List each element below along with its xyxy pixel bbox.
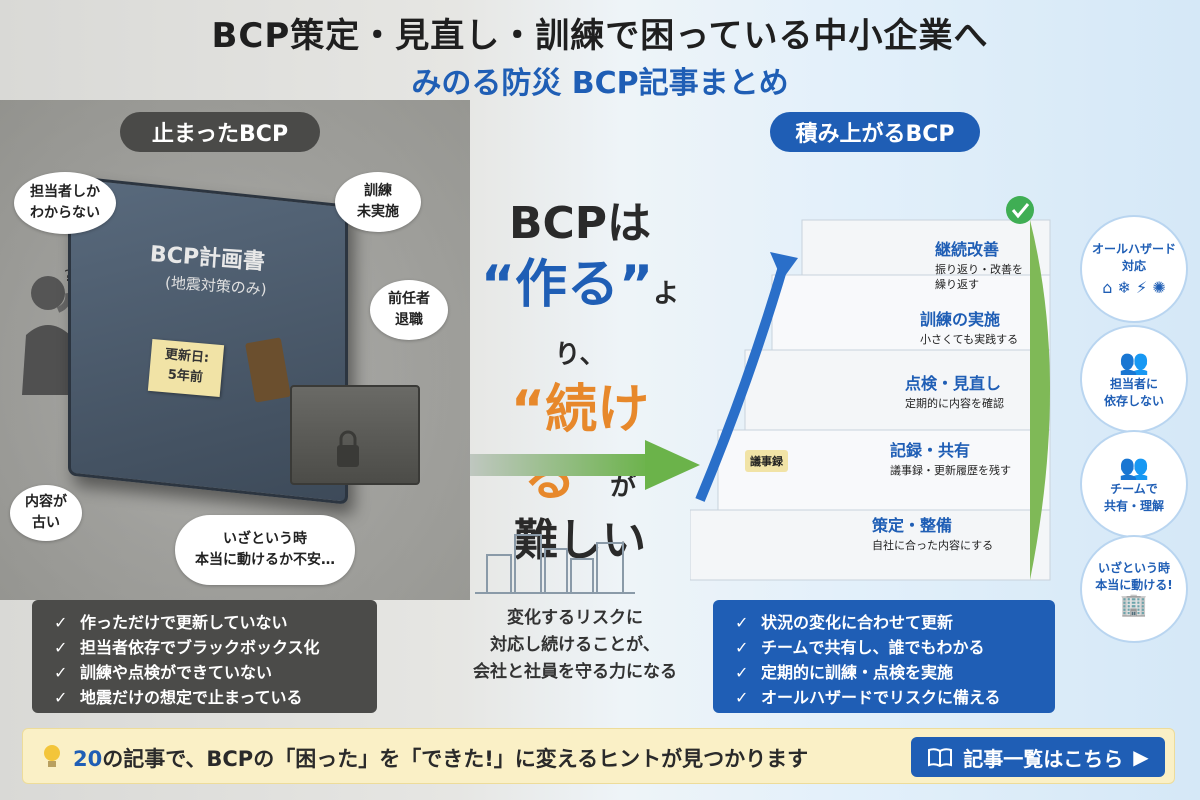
article-list-button[interactable]: 記事一覧はこちら ▶ [911,737,1165,777]
check-icon: ✓ [735,638,749,657]
check-icon: ✓ [54,638,68,657]
growing-bcp-label: 積み上がるBCP [770,112,980,152]
check-icon: ✓ [735,663,749,682]
side-team-share: 👥 チームで 共有・理解 [1080,430,1188,538]
list-item: ✓ 担当者依存でブラックボックス化 [54,635,355,660]
article-list-label: 記事一覧はこちら [963,746,1124,771]
step-desc-formulation: 自社に合った内容にする [872,539,994,552]
solution-text: オールハザードでリスクに備える [761,688,1001,707]
message-line-1: BCPは [508,198,652,249]
message-line-2: “作る”より、 [470,252,690,377]
central-note: 変化するリスクに 対応し続けることが、 会社と社員を守る力になる [473,608,677,683]
check-icon: ✓ [735,613,749,632]
banner-text: 20の記事で、BCPの「困った」を「できた!」に変えるヒントが見つかります [73,743,808,773]
people-icon: 👥 [1119,348,1149,377]
problem-list: ✓ 作っただけで更新していない ✓ 担当者依存でブラックボックス化 ✓ 訓練や点検がで… [32,600,377,713]
side-no-dependency-text: 担当者に 依存しない [1103,377,1164,408]
hazard-icons: ⌂ ❄ ⚡ ✺ [1102,278,1166,298]
list-item: ✓ 状況の変化に合わせて更新 [735,610,1033,635]
step-desc-inspection: 定期的に内容を確認 [905,397,1004,410]
lightbulb-icon [44,745,60,767]
step-title-record-share: 記録・共有 [890,441,971,460]
problem-text: 訓練や点検ができていない [80,663,273,682]
solution-list: ✓ 状況の変化に合わせて更新 ✓ チームで共有し、誰でもわかる ✓ 定期的に訓練・点検… [713,600,1055,713]
problem-text: 作っただけで更新していない [80,613,288,632]
bubble-predecessor-left: 前任者 退職 [370,280,448,340]
worried-person-illustration: ? [18,265,80,395]
list-item: ✓ 定期的に訓練・点検を実施 [735,660,1033,685]
list-item: ✓ 地震だけの想定で止まっている [54,685,355,710]
book-icon [928,748,953,767]
bubble-only-owner-knows: 担当者しか わからない [14,172,116,234]
city-icon [475,525,635,595]
check-icon: ✓ [54,663,68,682]
side-no-dependency: 👥 担当者に 依存しない [1080,325,1188,433]
problem-text: 担当者依存でブラックボックス化 [80,638,320,657]
page-title: BCP策定・見直し・訓練で困っている中小企業へ [211,16,989,56]
bcp-staircase [689,180,1060,600]
list-item: ✓ 作っただけで更新していない [54,610,355,635]
step-title-training: 訓練の実施 [920,310,1001,329]
problem-text: 地震だけの想定で止まっている [80,688,303,707]
step-desc-training: 小さくても実践する [920,333,1019,346]
bubble-no-training: 訓練 未実施 [335,172,421,232]
step-title-continuous-improvement: 継続改善 [935,240,1000,259]
update-date-note: 更新日: 5年前 [147,338,225,398]
banner-message: の記事で、BCPの「困った」を「できた!」に変えるヒントが見つかります [102,747,809,771]
solution-text: 状況の変化に合わせて更新 [761,613,954,632]
list-item: ✓ チームで共有し、誰でもわかる [735,635,1033,660]
check-icon: ✓ [54,688,68,707]
message-tail-3: が [610,471,637,502]
central-message: BCPは “作る”より、 “続ける”が 難しい [470,195,690,569]
bubble-outdated: 内容が 古い [10,485,82,541]
locked-box [290,385,420,485]
check-icon: ✓ [54,613,68,632]
bottom-banner: 20の記事で、BCPの「困った」を「できた!」に変えるヒントが見つかります 記事… [22,728,1175,784]
transition-arrow-icon [470,440,700,490]
step-desc-continuous-improvement: 振り返り・改善を 繰り返す [935,263,1023,292]
side-ready-to-act-text: いざという時 本当に動ける! [1095,560,1173,592]
team-icon: 👥 [1119,453,1149,482]
play-arrow-icon: ▶ [1133,745,1149,769]
side-team-share-text: チームで 共有・理解 [1103,482,1164,513]
side-all-hazard: オールハザード 対応 ⌂ ❄ ⚡ ✺ [1080,215,1188,323]
building-icon: 🏢 [1120,593,1148,619]
list-item: ✓ オールハザードでリスクに備える [735,685,1033,710]
minutes-tag: 議事録 [745,450,788,472]
check-icon: ✓ [735,688,749,707]
message-line-3: “続ける”が [470,377,690,512]
solution-text: チームで共有し、誰でもわかる [761,638,985,657]
article-count: 20 [73,747,103,771]
step-desc-record-share: 議事録・更新履歴を残す [890,464,1011,477]
side-all-hazard-text: オールハザード 対応 [1091,241,1176,273]
step-title-formulation: 策定・整備 [872,516,953,535]
bubble-anxiety: いざという時 本当に動けるか不安… [175,515,355,585]
message-tail-2: より、 [554,279,680,370]
emphasis-make: “作る” [480,255,654,316]
solution-text: 定期的に訓練・点検を実施 [761,663,954,682]
page-subtitle: みのる防災 BCP記事まとめ [411,66,789,101]
step-title-inspection: 点検・見直し [905,374,1002,393]
list-item: ✓ 訓練や点検ができていない [54,660,355,685]
stopped-bcp-label: 止まったBCP [120,112,320,152]
side-ready-to-act: いざという時 本当に動ける! 🏢 [1080,535,1188,643]
